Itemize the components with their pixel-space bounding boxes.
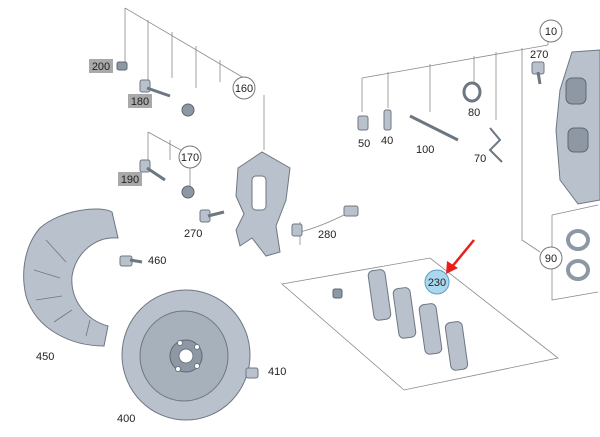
callout-10[interactable]: 10 (539, 19, 563, 43)
svg-text:10: 10 (545, 26, 557, 38)
callout-190[interactable]: 190 (118, 172, 142, 186)
callout-410[interactable]: 410 (268, 366, 286, 378)
small-parts (116, 61, 590, 379)
callout-90[interactable]: 90 (539, 246, 563, 270)
callout-40[interactable]: 40 (381, 135, 393, 147)
splash-shield (23, 208, 119, 347)
callout-230-highlighted[interactable]: 230 (424, 269, 450, 295)
callout-280[interactable]: 280 (318, 229, 336, 241)
caliper-bracket (235, 151, 291, 257)
callout-180[interactable]: 180 (128, 94, 152, 108)
callout-70[interactable]: 70 (474, 153, 486, 165)
callouts: 160 170 10 90 230 200 180 190 (36, 19, 563, 425)
callout-80[interactable]: 80 (468, 107, 480, 119)
callout-50[interactable]: 50 (358, 138, 370, 150)
callout-200[interactable]: 200 (89, 59, 113, 73)
callout-450[interactable]: 450 (36, 351, 54, 363)
callout-170[interactable]: 170 (178, 145, 202, 169)
callout-400[interactable]: 400 (117, 413, 135, 425)
brake-caliper (555, 49, 600, 205)
callout-270-left[interactable]: 270 (184, 228, 202, 240)
callout-160[interactable]: 160 (232, 76, 256, 100)
svg-text:160: 160 (235, 83, 253, 95)
svg-text:180: 180 (131, 96, 149, 108)
svg-text:230: 230 (428, 277, 446, 289)
svg-text:170: 170 (181, 152, 199, 164)
svg-text:190: 190 (121, 174, 139, 186)
callout-100[interactable]: 100 (416, 144, 434, 156)
svg-text:90: 90 (545, 253, 557, 265)
brake-pads (332, 269, 469, 371)
brake-disc (121, 289, 251, 421)
callout-270-right[interactable]: 270 (530, 49, 548, 61)
pad-wear-sensor (291, 205, 359, 237)
callout-460[interactable]: 460 (148, 255, 166, 267)
leader-lines (124, 7, 599, 391)
highlight-arrow (446, 239, 475, 274)
svg-text:200: 200 (92, 61, 110, 73)
